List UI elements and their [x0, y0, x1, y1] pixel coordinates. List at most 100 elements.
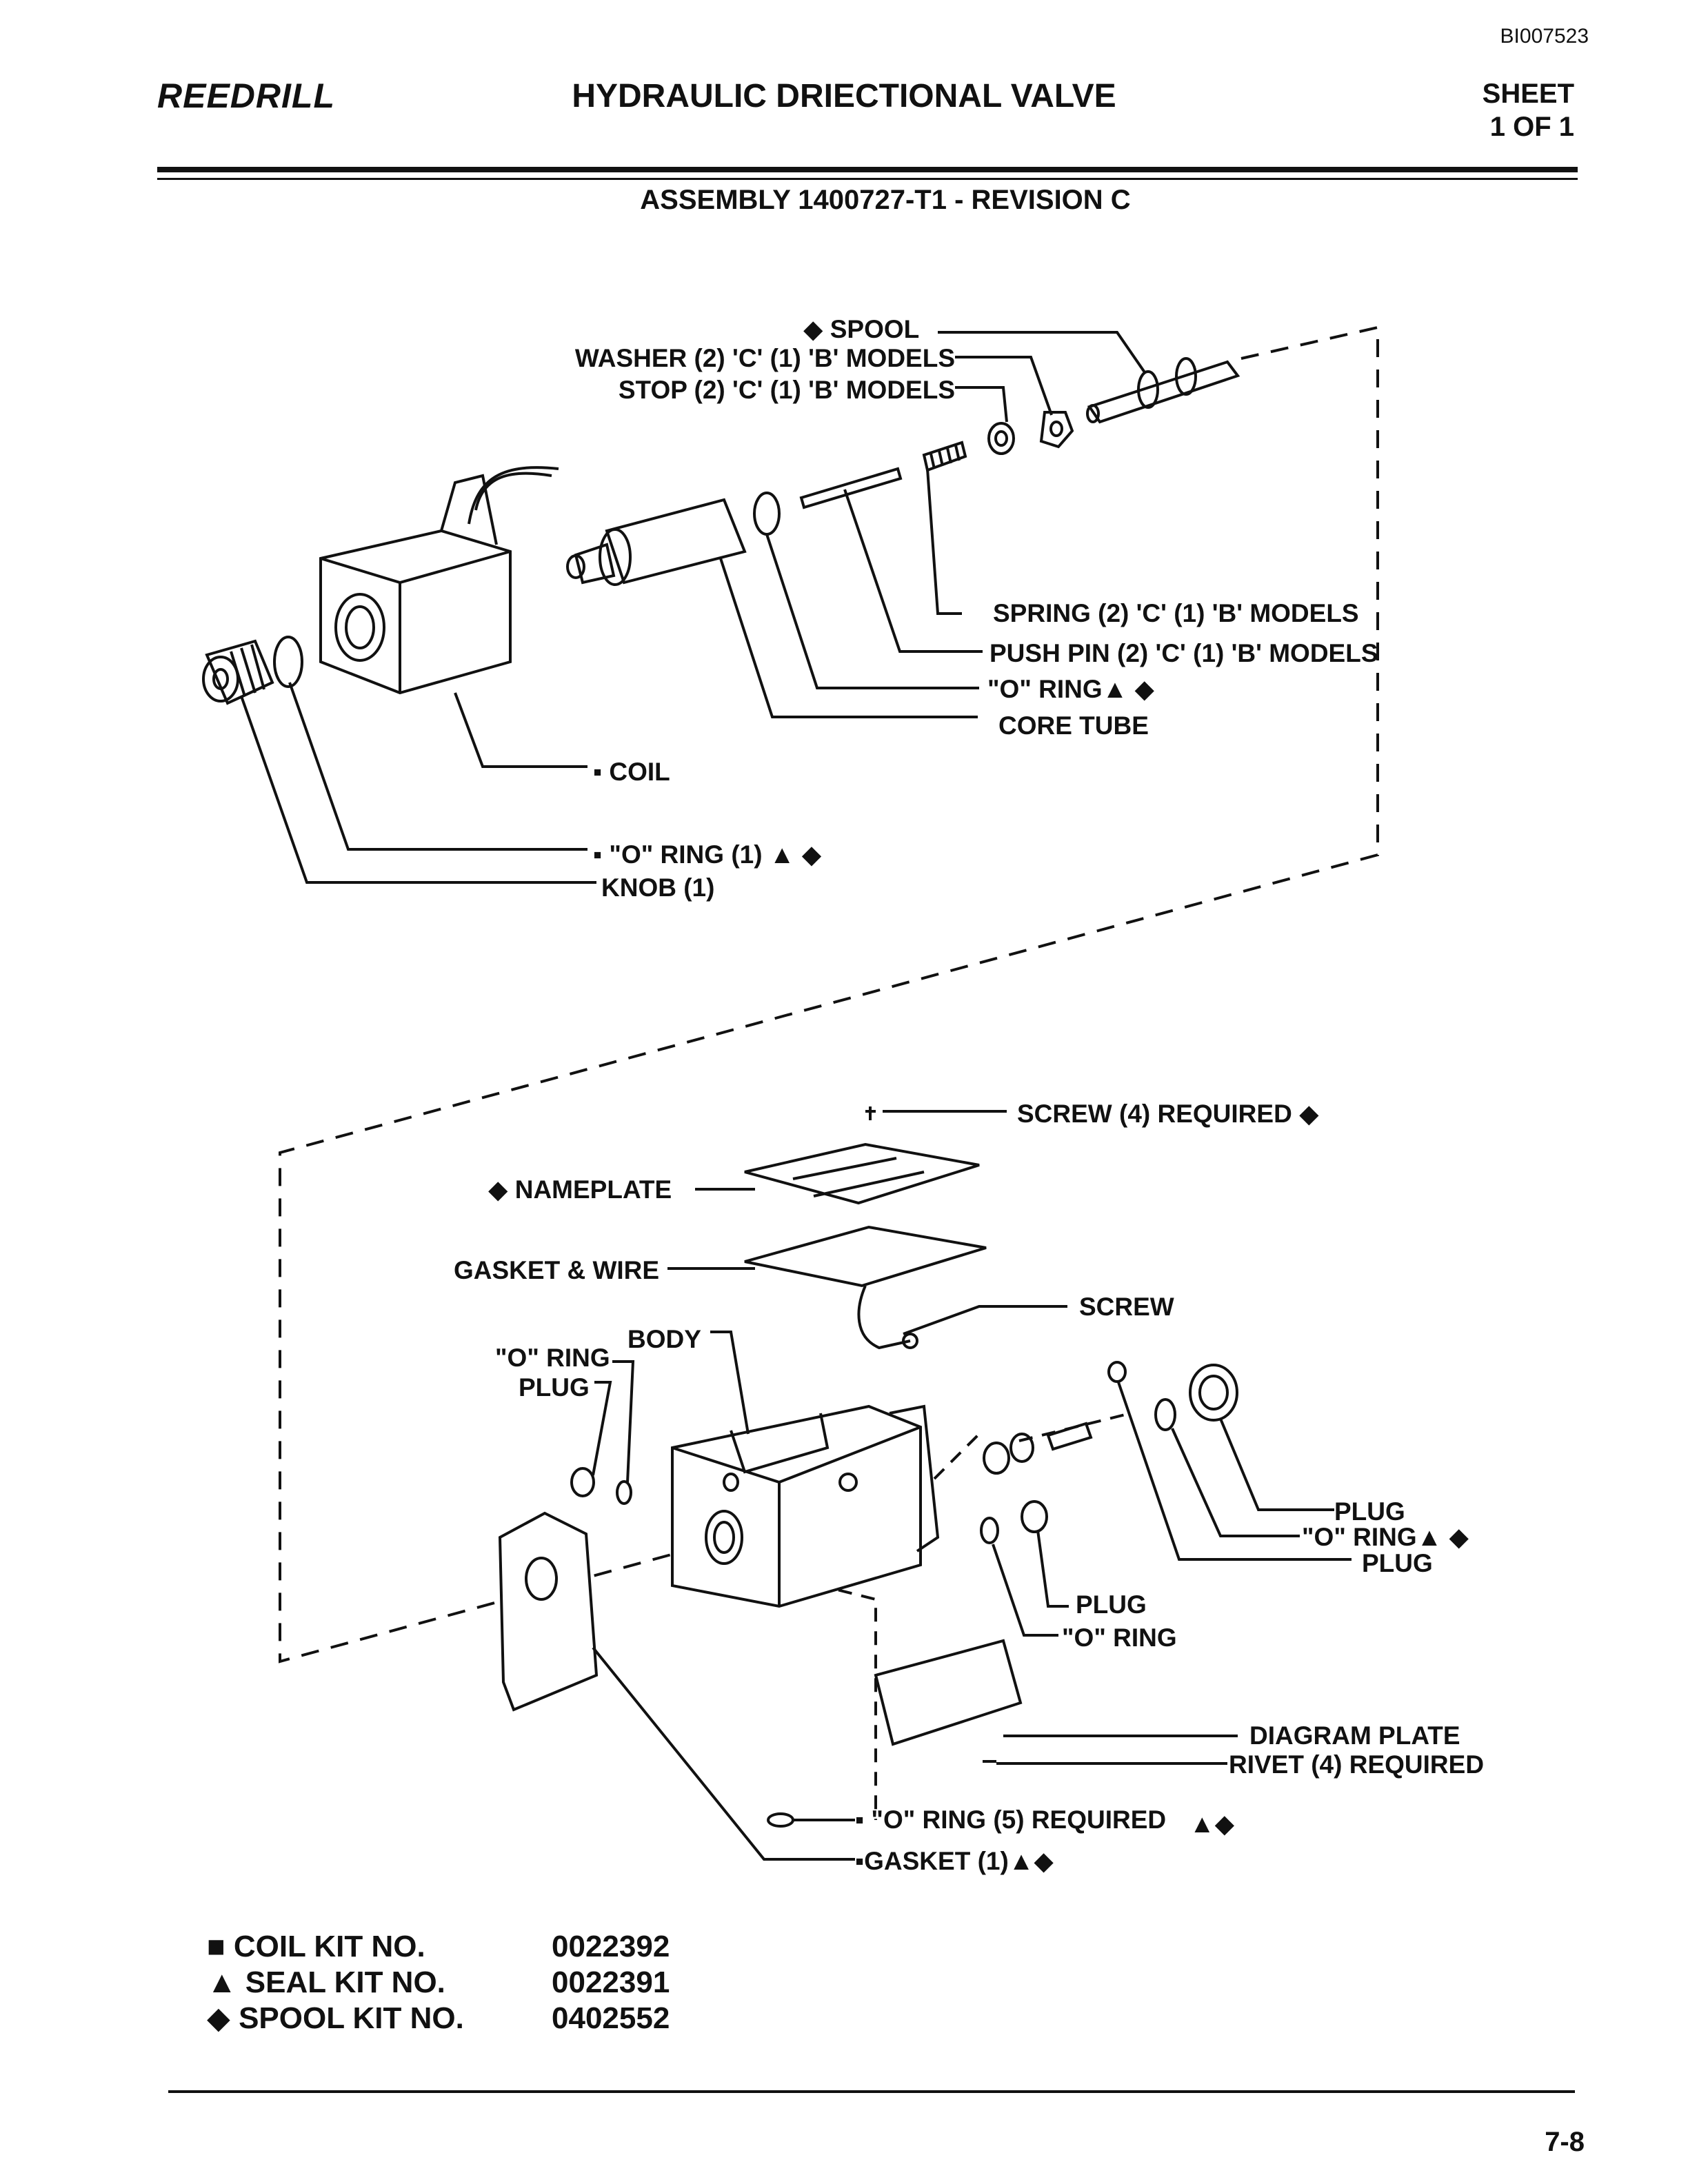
kit-symbol: ■ [207, 1930, 225, 1963]
page-title: HYDRAULIC DRIECTIONAL VALVE [572, 78, 1116, 114]
callout-spring: SPRING (2) 'C' (1) 'B' MODELS [993, 599, 1359, 627]
o-ring-path-dashed [792, 1577, 877, 1820]
kit-number: 0402552 [552, 2001, 670, 2035]
leader-knob [240, 696, 596, 884]
callout-o-ring-left: "O" RING [495, 1344, 610, 1372]
kit-symbol: ▲ [207, 1965, 237, 1999]
kit-row-spool: ◆ SPOOL KIT NO. 0402552 [207, 2001, 670, 2036]
leader-core-tube [719, 558, 978, 718]
callout-o-ring-top: "O" RING▲ ◆ [987, 675, 1155, 703]
leader-stop [955, 386, 1008, 423]
washer-part [1039, 411, 1074, 449]
callout-core-tube: CORE TUBE [998, 711, 1149, 740]
screw-part [865, 1106, 876, 1120]
leader-screw [903, 1305, 1067, 1335]
kit-label: ◆ SPOOL KIT NO. [207, 2001, 552, 2036]
footer-rule [168, 2090, 1575, 2093]
callout-washer: WASHER (2) 'C' (1) 'B' MODELS [575, 344, 955, 372]
leader-plug-left [592, 1381, 612, 1476]
header-rule-thick [157, 167, 1578, 172]
callout-o-ring-5: ▪ "O" RING (5) REQUIRED [855, 1806, 1166, 1834]
push-pin-part [799, 467, 903, 509]
callout-knob: KNOB (1) [601, 873, 714, 902]
plug-large-part [1189, 1364, 1238, 1422]
callout-plug-r1: PLUG [1334, 1497, 1405, 1526]
gasket-part [498, 1511, 599, 1712]
header-rule-thin [157, 178, 1578, 180]
assembly-subtitle: ASSEMBLY 1400727-T1 - REVISION C [640, 185, 1131, 215]
callout-plug-left: PLUG [519, 1373, 590, 1402]
leader-gasket [592, 1646, 855, 1861]
callout-gasket: ▪GASKET (1)▲◆ [855, 1847, 1054, 1875]
leader-body [710, 1331, 750, 1435]
kit-number: 0022391 [552, 1965, 670, 1999]
body-part [671, 1404, 922, 1608]
kit-number-list: ■ COIL KIT NO. 0022392 ▲ SEAL KIT NO. 00… [207, 1929, 670, 2036]
body-end-plate [889, 1404, 940, 1553]
callout-rivet: RIVET (4) REQUIRED [1229, 1750, 1484, 1779]
sheet-count: 1 OF 1 [1489, 112, 1574, 142]
callout-push-pin: PUSH PIN (2) 'C' (1) 'B' MODELS [989, 639, 1378, 667]
right-stack-parts [983, 1422, 1093, 1475]
kit-label: ■ COIL KIT NO. [207, 1929, 552, 1965]
kit-row-seal: ▲ SEAL KIT NO. 0022391 [207, 1965, 670, 2001]
sheet-number: SHEET 1 OF 1 [1483, 77, 1574, 143]
o-ring-left-part [616, 1480, 632, 1505]
o-ring-right-part [1154, 1398, 1176, 1431]
leader-washer [955, 356, 1053, 416]
plug-left-part [570, 1467, 595, 1497]
callout-plug-r2: PLUG [1362, 1549, 1433, 1577]
callout-screw: SCREW [1079, 1293, 1174, 1321]
plug-mid-part [1021, 1500, 1048, 1533]
stop-part [987, 422, 1015, 455]
kit-row-coil: ■ COIL KIT NO. 0022392 [207, 1929, 670, 1965]
leader-plug-mid [1036, 1530, 1069, 1608]
spring-part [922, 441, 967, 472]
leader-plug-r2 [1117, 1382, 1352, 1561]
leader-o-ring-knob [288, 682, 587, 851]
leader-push-pin [843, 489, 983, 653]
kit-name: SEAL KIT NO. [245, 1965, 445, 1999]
sheet-label: SHEET [1482, 79, 1574, 109]
leader-plug-r1 [1219, 1418, 1334, 1511]
callout-gasket-wire: GASKET & WIRE [454, 1256, 659, 1284]
plug-small-part [1107, 1361, 1127, 1383]
core-tube-o-ring [753, 492, 781, 536]
callout-nameplate: ◆ NAMEPLATE [488, 1175, 672, 1204]
callout-plug-mid: PLUG [1076, 1590, 1147, 1619]
callout-body: BODY [627, 1325, 701, 1353]
kit-name: COIL KIT NO. [233, 1930, 425, 1963]
coil-part [319, 466, 559, 695]
leader-o-ring-left [612, 1360, 635, 1483]
knob-o-ring [273, 636, 303, 688]
callout-o-ring-mid: "O" RING [1062, 1624, 1177, 1652]
kit-symbol: ◆ [207, 2001, 230, 2035]
callout-screw-4: SCREW (4) REQUIRED ◆ [1017, 1100, 1319, 1128]
callout-o-ring-5-marks: ▲◆ [1189, 1810, 1235, 1838]
spool-part [1086, 357, 1240, 424]
nameplate-part [744, 1142, 980, 1205]
core-tube-part [566, 498, 747, 586]
callout-o-ring-right: "O" RING▲ ◆ [1302, 1523, 1469, 1551]
leader-spool [938, 331, 1146, 374]
kit-label: ▲ SEAL KIT NO. [207, 1965, 552, 2001]
leader-o-ring-top [765, 534, 979, 689]
leader-o-ring-right [1171, 1428, 1300, 1537]
gasket-wire-part [744, 1225, 987, 1350]
kit-name: SPOOL KIT NO. [239, 2001, 464, 2035]
o-ring-5-part [767, 1812, 794, 1828]
callout-diagram-plate: DIAGRAM PLATE [1249, 1721, 1460, 1750]
callout-coil: ▪ COIL [593, 758, 670, 786]
leader-coil [454, 692, 587, 768]
leader-o-ring-mid [992, 1544, 1058, 1637]
reedrill-logo: REEDRILL [157, 77, 335, 115]
document-id: BI007523 [1500, 25, 1589, 48]
callout-o-ring-knob: ▪ "O" RING (1) ▲ ◆ [593, 840, 822, 869]
kit-number: 0022392 [552, 1930, 670, 1963]
diagram-plate-part [874, 1639, 1023, 1746]
callout-stop: STOP (2) 'C' (1) 'B' MODELS [619, 376, 955, 404]
o-ring-mid-part [980, 1517, 999, 1544]
knob-part [202, 639, 274, 705]
page-number: 7-8 [1545, 2127, 1585, 2157]
